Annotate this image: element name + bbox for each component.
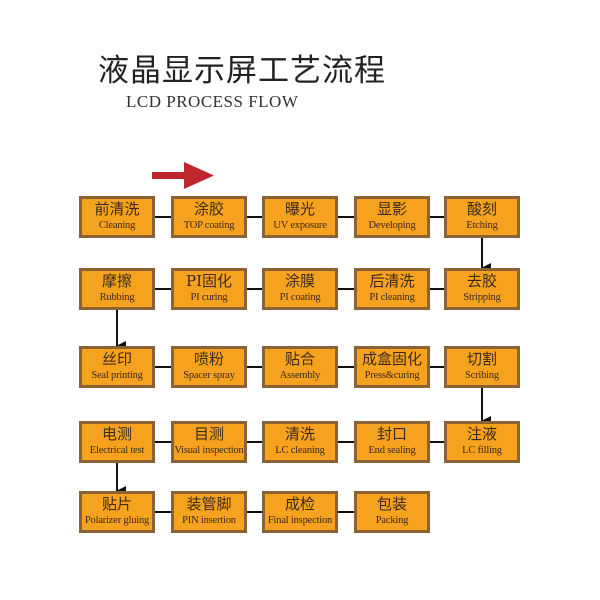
process-step: 清洗 LC cleaning (262, 421, 338, 463)
process-step: 去胶 Stripping (444, 268, 520, 310)
step-label-english: Visual inspection (174, 445, 244, 456)
step-label-chinese: 贴合 (284, 350, 315, 368)
step-label-chinese: 切割 (466, 350, 497, 368)
process-step: 装管脚 PIN insertion (171, 491, 247, 533)
step-label-english: PI curing (190, 292, 228, 303)
process-step: 前清洗 Cleaning (79, 196, 155, 238)
process-step: 摩擦 Rubbing (79, 268, 155, 310)
step-label-chinese: 酸刻 (466, 200, 497, 218)
step-label-english: TOP coating (183, 220, 235, 231)
step-label-english: Spacer spray (183, 370, 235, 381)
step-label-english: Seal printing (91, 370, 143, 381)
step-label-chinese: 涂膜 (284, 272, 315, 290)
page-title-chinese: 液晶显示屏工艺流程 (98, 53, 386, 89)
step-label-english: Developing (368, 220, 416, 231)
step-label-chinese: 电测 (101, 425, 132, 443)
step-label-chinese: 包装 (376, 495, 407, 513)
process-step: 后清洗 PI cleaning (354, 268, 430, 310)
step-label-english: Press&curing (364, 370, 420, 381)
process-step: 注液 LC filling (444, 421, 520, 463)
step-label-english: PI coating (279, 292, 321, 303)
step-label-english: Scribing (465, 370, 499, 381)
step-label-english: Packing (375, 515, 409, 526)
process-step: 显影 Developing (354, 196, 430, 238)
process-step: 贴合 Assembly (262, 346, 338, 388)
process-step: 涂膜 PI coating (262, 268, 338, 310)
process-step: 切割 Scribing (444, 346, 520, 388)
step-label-english: Etching (466, 220, 498, 231)
process-step: 目测 Visual inspection (171, 421, 247, 463)
step-label-english: PIN insertion (182, 515, 236, 526)
step-label-chinese: 贴片 (101, 495, 132, 513)
step-label-chinese: 目测 (193, 425, 224, 443)
step-label-english: End sealing (368, 445, 416, 456)
step-label-english: Electrical test (89, 445, 145, 456)
step-label-chinese: 后清洗 (369, 272, 415, 290)
process-step: 贴片 Polarizer gluing (79, 491, 155, 533)
step-label-chinese: 去胶 (466, 272, 497, 290)
process-step: 酸刻 Etching (444, 196, 520, 238)
right-arrow-icon (152, 162, 214, 189)
process-step: 涂胶 TOP coating (171, 196, 247, 238)
step-label-chinese: 喷粉 (193, 350, 224, 368)
step-label-chinese: 曝光 (284, 200, 315, 218)
step-label-english: Rubbing (99, 292, 135, 303)
step-label-chinese: 清洗 (284, 425, 315, 443)
step-label-chinese: 前清洗 (94, 200, 140, 218)
step-label-chinese: 装管脚 (186, 495, 232, 513)
step-label-english: LC filling (462, 445, 502, 456)
step-label-chinese: 注液 (466, 425, 497, 443)
step-label-chinese: PI固化 (185, 272, 233, 290)
step-label-chinese: 涂胶 (193, 200, 224, 218)
step-label-english: Cleaning (98, 220, 136, 231)
step-label-english: Stripping (463, 292, 501, 303)
process-step: 成盒固化 Press&curing (354, 346, 430, 388)
process-step: PI固化 PI curing (171, 268, 247, 310)
step-label-chinese: 封口 (376, 425, 407, 443)
process-step: 包装 Packing (354, 491, 430, 533)
process-step: 曝光 UV exposure (262, 196, 338, 238)
step-label-english: LC cleaning (275, 445, 325, 456)
step-label-chinese: 成盒固化 (361, 350, 422, 368)
process-step: 成检 Final inspection (262, 491, 338, 533)
step-label-english: Polarizer gluing (84, 515, 150, 526)
step-label-english: UV exposure (273, 220, 327, 231)
step-label-chinese: 摩擦 (101, 272, 132, 290)
process-step: 封口 End sealing (354, 421, 430, 463)
step-label-english: Assembly (279, 370, 321, 381)
step-label-english: Final inspection (267, 515, 333, 526)
process-step: 喷粉 Spacer spray (171, 346, 247, 388)
step-label-english: PI cleaning (369, 292, 415, 303)
process-step: 电测 Electrical test (79, 421, 155, 463)
page-title-english: LCD PROCESS FLOW (126, 92, 299, 111)
step-label-chinese: 成检 (284, 495, 315, 513)
step-label-chinese: 丝印 (101, 350, 132, 368)
process-step: 丝印 Seal printing (79, 346, 155, 388)
step-label-chinese: 显影 (376, 200, 407, 218)
